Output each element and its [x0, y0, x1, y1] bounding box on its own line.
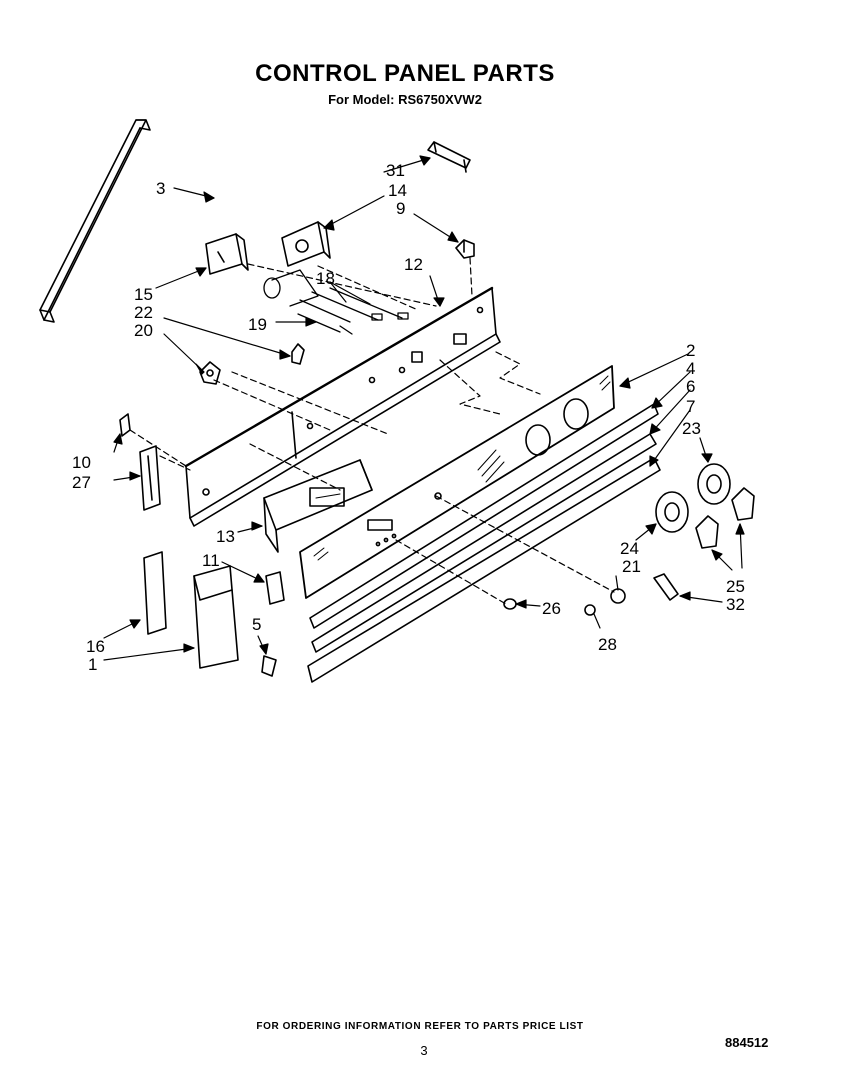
part-15-relay [205, 233, 249, 275]
part-3-trim-strip [39, 119, 151, 323]
callout-22: 22 [134, 303, 153, 322]
callout-4: 4 [686, 359, 695, 378]
callout-7: 7 [686, 397, 695, 416]
part-2-front-panel [299, 365, 615, 599]
callout-5: 5 [252, 615, 261, 634]
callout-1: 1 [88, 655, 97, 674]
part-11-plate [265, 571, 285, 605]
model-subtitle: For Model: RS6750XVW2 [328, 92, 482, 107]
callout-12: 12 [404, 255, 423, 274]
page-title: CONTROL PANEL PARTS [255, 60, 555, 87]
part-22-clip [291, 343, 305, 365]
callout-21: 21 [622, 557, 641, 576]
assembly-dash-lines [129, 257, 615, 605]
ordering-note: FOR ORDERING INFORMATION REFER TO PARTS … [256, 1021, 584, 1032]
part-12-rear-panel [184, 286, 501, 527]
callout-27: 27 [72, 473, 91, 492]
part-31-bracket [427, 141, 471, 173]
part-18-wiring [263, 269, 409, 335]
part-7-rail [307, 457, 661, 683]
part-28-nut [584, 604, 596, 616]
part-20-grommet [199, 361, 221, 385]
callout-31: 31 [386, 161, 405, 180]
callout-16: 16 [86, 637, 105, 656]
callout-6: 6 [686, 377, 695, 396]
part-10-bracket [119, 413, 131, 437]
leader-lines [103, 155, 745, 661]
part-32-bracket [653, 573, 679, 601]
callout-15: 15 [134, 285, 153, 304]
part-25-knob-lower [695, 515, 719, 549]
callout-2: 2 [686, 341, 695, 360]
callout-25: 25 [726, 577, 745, 596]
callout-9: 9 [396, 199, 405, 218]
part-6-rail [311, 433, 657, 653]
page-number: 3 [420, 1043, 428, 1058]
callout-18: 18 [316, 269, 335, 288]
part-24-knob-skirt [655, 491, 689, 533]
callout-11: 11 [202, 551, 220, 570]
callout-13: 13 [216, 527, 235, 546]
part-23-knob-skirt [697, 463, 731, 505]
callout-labels: 3 31 14 9 12 18 15 22 20 19 2 4 6 7 23 1… [72, 161, 745, 674]
callout-24: 24 [620, 539, 639, 558]
part-13-clock-module [263, 459, 373, 553]
callout-10: 10 [72, 453, 91, 472]
part-27-bracket [139, 445, 161, 511]
callout-28: 28 [598, 635, 617, 654]
document-number: 884512 [725, 1035, 769, 1050]
part-14-switch [281, 221, 331, 267]
part-16-side-panel [143, 551, 167, 635]
callout-26: 26 [542, 599, 561, 618]
part-1-end-cap [193, 565, 239, 669]
part-26-bumper [503, 598, 517, 610]
part-9-clip [455, 239, 475, 259]
callout-14: 14 [388, 181, 407, 200]
callout-32: 32 [726, 595, 745, 614]
callout-20: 20 [134, 321, 153, 340]
callout-3: 3 [156, 179, 165, 198]
part-5-clip [261, 655, 277, 677]
part-4-rail [309, 403, 659, 629]
part-25-knob-upper [731, 487, 755, 521]
callout-23: 23 [682, 419, 701, 438]
callout-19: 19 [248, 315, 267, 334]
